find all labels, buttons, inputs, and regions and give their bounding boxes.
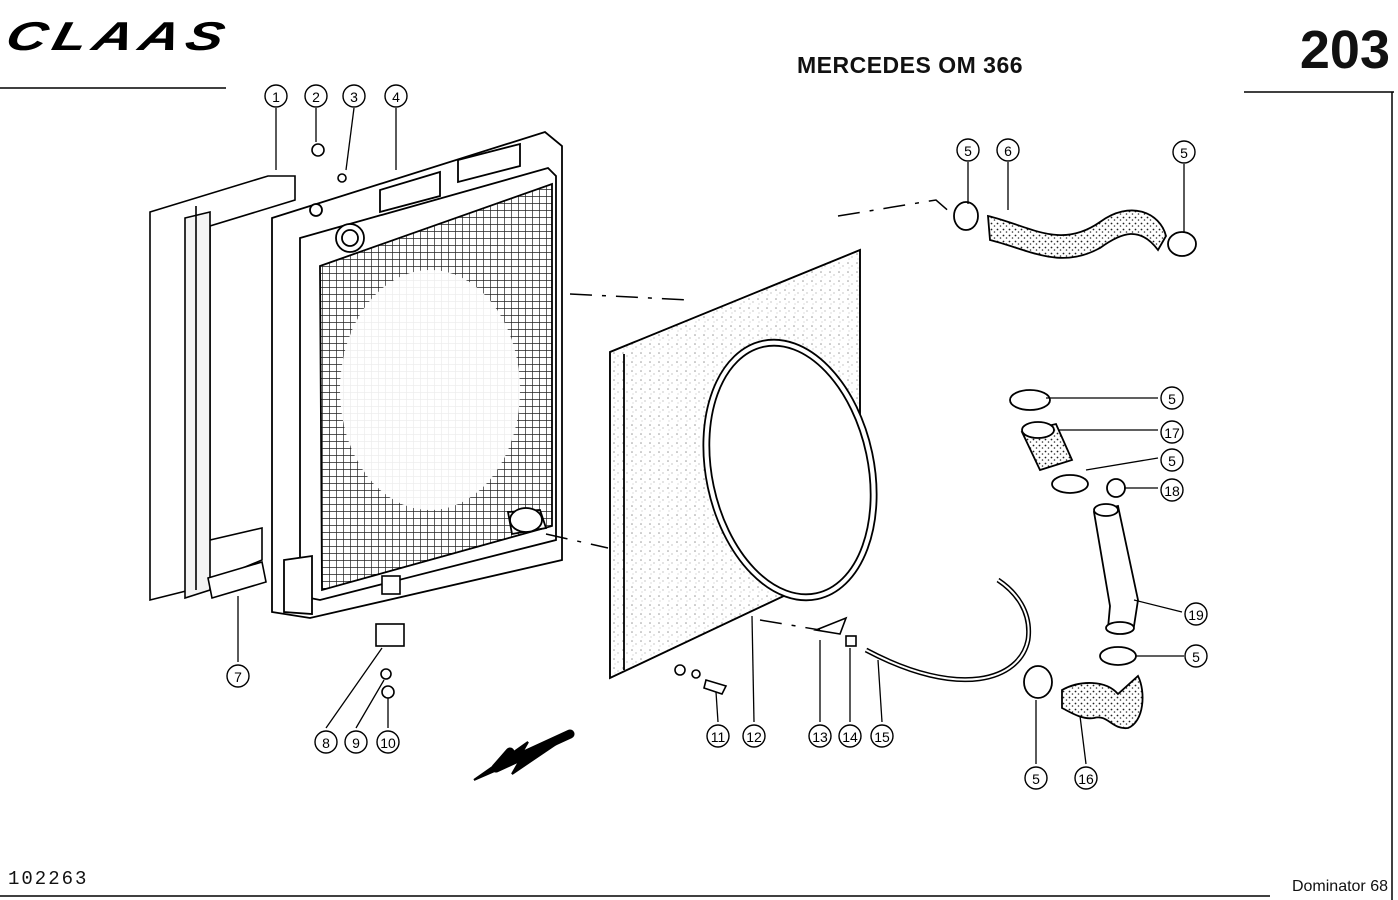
fan-shroud bbox=[609, 248, 878, 680]
callout-label: 6 bbox=[1004, 143, 1012, 159]
callout-c7: 7 bbox=[226, 664, 250, 688]
callout-c3: 3 bbox=[342, 84, 366, 108]
callout-circle bbox=[344, 730, 368, 754]
callout-circle bbox=[1024, 766, 1048, 790]
callout-c19: 19 bbox=[1184, 602, 1208, 626]
callout-c5c: 5 bbox=[1160, 386, 1184, 410]
callout-label: 19 bbox=[1188, 607, 1204, 623]
callout-circle bbox=[1184, 602, 1208, 626]
callout-c16: 16 bbox=[1074, 766, 1098, 790]
side-cover-panel bbox=[149, 175, 296, 602]
callout-circle bbox=[1160, 420, 1184, 444]
callout-c5d: 5 bbox=[1160, 448, 1184, 472]
callout-circle bbox=[742, 724, 766, 748]
callout-c5b: 5 bbox=[1172, 140, 1196, 164]
callout-c10: 10 bbox=[376, 730, 400, 754]
callout-label: 1 bbox=[272, 89, 280, 105]
callout-label: 3 bbox=[350, 89, 358, 105]
callout-circle bbox=[226, 664, 250, 688]
callout-circle bbox=[870, 724, 894, 748]
callout-label: 18 bbox=[1164, 483, 1180, 499]
callout-circle bbox=[956, 138, 980, 162]
callout-circle bbox=[996, 138, 1020, 162]
callout-c8: 8 bbox=[314, 730, 338, 754]
callout-circle bbox=[1074, 766, 1098, 790]
callout-label: 4 bbox=[392, 89, 400, 105]
callout-circle bbox=[1160, 386, 1184, 410]
callout-label: 5 bbox=[1180, 145, 1188, 161]
callout-circle bbox=[304, 84, 328, 108]
callout-c18: 18 bbox=[1160, 478, 1184, 502]
callout-label: 8 bbox=[322, 735, 330, 751]
frame-lines bbox=[0, 87, 1394, 900]
callout-label: 5 bbox=[1032, 771, 1040, 787]
drawing-number: 102263 bbox=[8, 868, 89, 890]
page-title: MERCEDES OM 366 bbox=[796, 52, 1024, 78]
alignment-dashes bbox=[545, 199, 953, 631]
page-number: 203 bbox=[1299, 20, 1390, 80]
callout-label: 11 bbox=[711, 729, 726, 745]
callout-label: 10 bbox=[380, 735, 396, 751]
callout-label: 2 bbox=[312, 89, 320, 105]
callout-label: 12 bbox=[746, 729, 762, 745]
callout-circle bbox=[384, 84, 408, 108]
callout-label: 7 bbox=[234, 669, 242, 685]
callout-label: 5 bbox=[1168, 453, 1176, 469]
callout-circle bbox=[1184, 644, 1208, 668]
callout-c1: 1 bbox=[264, 84, 288, 108]
radiator bbox=[271, 130, 563, 619]
upper-hose bbox=[953, 201, 1197, 259]
callout-label: 17 bbox=[1164, 425, 1180, 441]
callout-circle bbox=[264, 84, 288, 108]
callout-c11: 11 bbox=[706, 724, 730, 748]
callout-label: 5 bbox=[1168, 391, 1176, 407]
callout-label: 15 bbox=[874, 729, 890, 745]
callout-circle bbox=[808, 724, 832, 748]
callout-label: 5 bbox=[964, 143, 972, 159]
callout-c13: 13 bbox=[808, 724, 832, 748]
callout-c17: 17 bbox=[1160, 420, 1184, 444]
callout-circle bbox=[1160, 478, 1184, 502]
callout-c6: 6 bbox=[996, 138, 1020, 162]
callout-circle bbox=[376, 730, 400, 754]
callout-c4: 4 bbox=[384, 84, 408, 108]
callout-c5f: 5 bbox=[1024, 766, 1048, 790]
callout-label: 9 bbox=[352, 735, 360, 751]
callout-c5a: 5 bbox=[956, 138, 980, 162]
callout-c12: 12 bbox=[742, 724, 766, 748]
drain-tube bbox=[864, 577, 1032, 683]
callout-circle bbox=[314, 730, 338, 754]
machine-model: Dominator 68 bbox=[1291, 878, 1388, 895]
lower-hose-assembly bbox=[1009, 389, 1144, 729]
callout-circle bbox=[838, 724, 862, 748]
callout-c5e: 5 bbox=[1184, 644, 1208, 668]
callout-circle bbox=[342, 84, 366, 108]
callout-circle bbox=[1160, 448, 1184, 472]
callout-label: 5 bbox=[1192, 649, 1200, 665]
callout-c14: 14 bbox=[838, 724, 862, 748]
callout-c9: 9 bbox=[344, 730, 368, 754]
callout-label: 14 bbox=[842, 729, 858, 745]
callout-label: 16 bbox=[1078, 771, 1094, 787]
callout-c15: 15 bbox=[870, 724, 894, 748]
callout-circle bbox=[1172, 140, 1196, 164]
leader-lines bbox=[237, 107, 1185, 765]
callout-circle bbox=[706, 724, 730, 748]
callout-c2: 2 bbox=[304, 84, 328, 108]
callout-label: 13 bbox=[812, 729, 828, 745]
